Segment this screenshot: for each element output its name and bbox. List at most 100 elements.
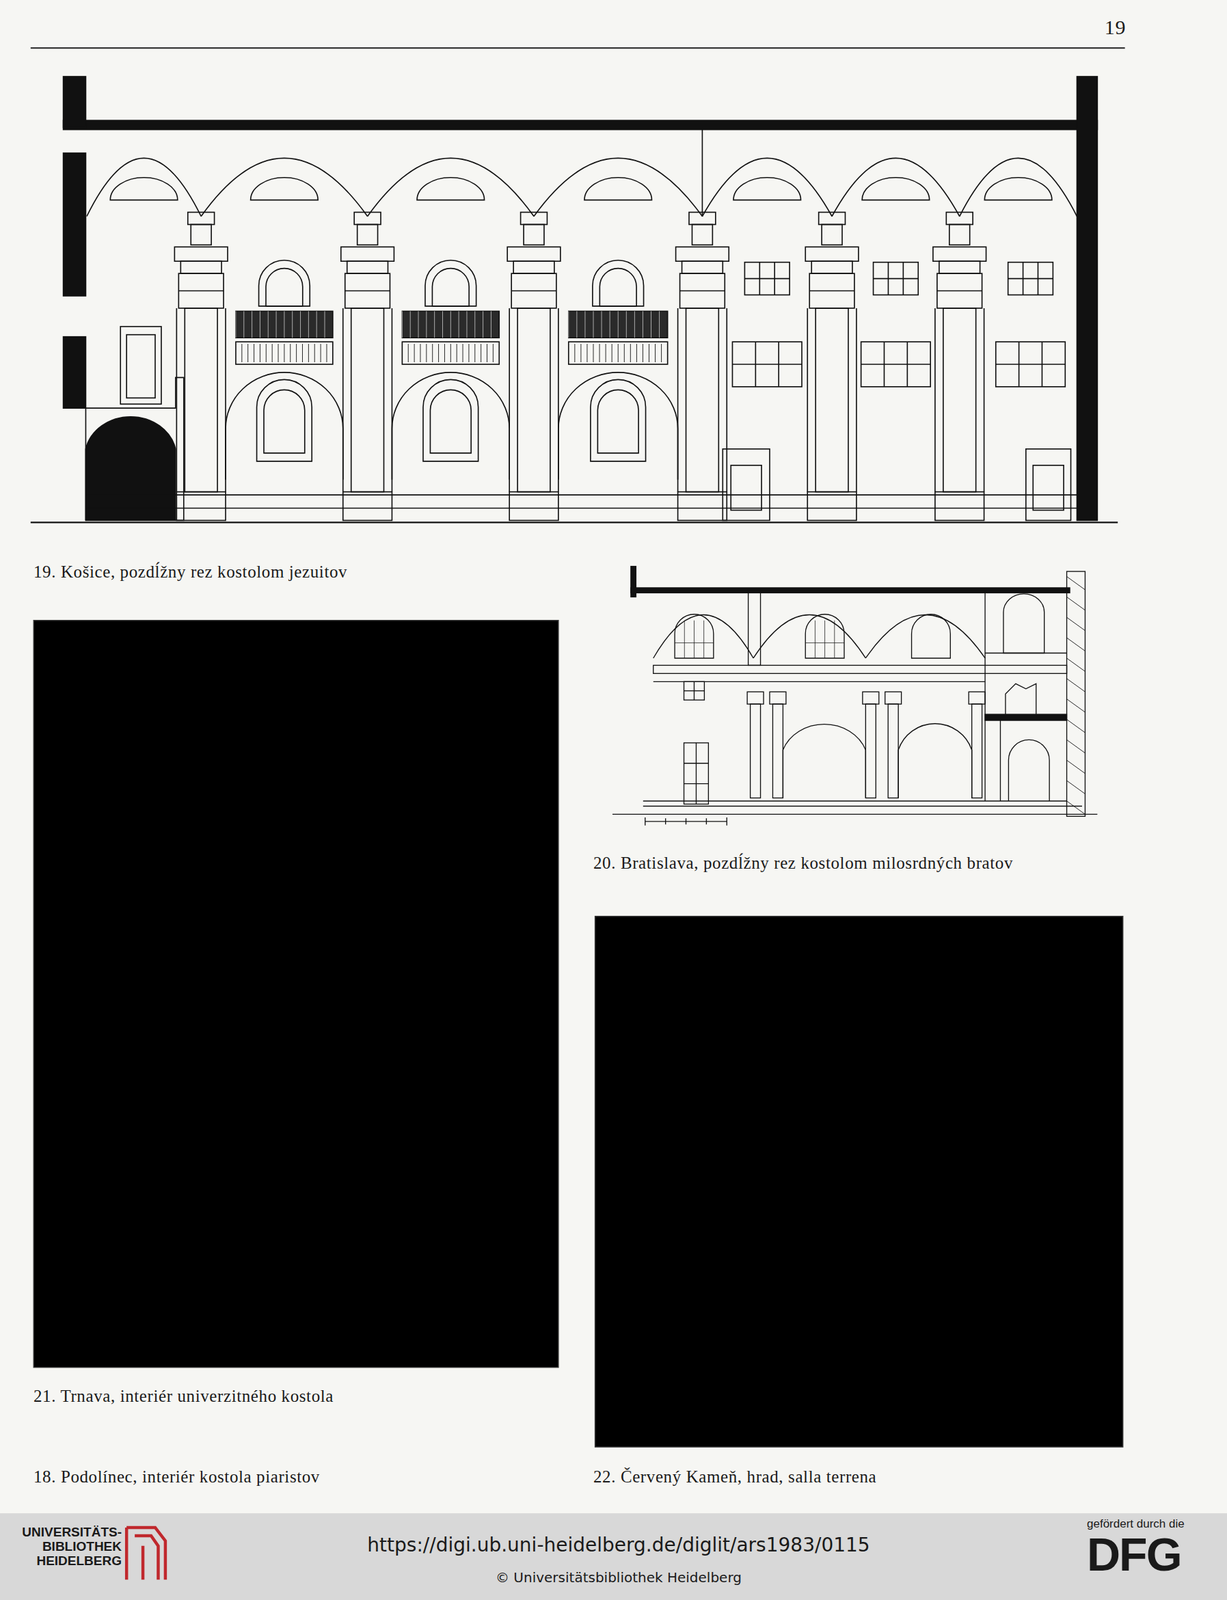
pilaster-shaft: [821, 224, 843, 245]
capital: [769, 691, 787, 705]
capital-line: [511, 290, 557, 292]
kosice-section-drawing: [30, 76, 1118, 523]
baluster: [265, 343, 267, 363]
wall-section: [630, 566, 636, 598]
hatch: [1067, 576, 1086, 590]
screen-bar: [235, 311, 236, 338]
niche: [423, 379, 479, 461]
pilaster-shaft: [686, 308, 720, 493]
lunette-window: [805, 614, 845, 659]
copyright-note: © Universitätsbibliothek Heidelberg: [259, 1569, 978, 1586]
hatch: [1067, 637, 1086, 651]
capital-line: [178, 290, 224, 292]
baluster: [642, 343, 644, 363]
screen-bar: [324, 311, 326, 338]
ground-line: [30, 521, 1118, 523]
pilaster-shaft: [517, 308, 551, 493]
window-bar: [1008, 278, 1054, 280]
screen-bar: [291, 311, 293, 338]
balustrade: [401, 341, 500, 365]
hatch: [1067, 719, 1086, 733]
figure-caption: 19. Košice, pozdĺžny rez kostolom jezuit…: [33, 561, 554, 583]
capital: [747, 691, 764, 705]
pilaster-shaft: [523, 224, 545, 245]
window: [995, 341, 1066, 387]
balustrade: [568, 341, 668, 365]
capital: [354, 212, 381, 225]
gallery-screen: [568, 311, 668, 338]
arcade-arch: [898, 723, 973, 799]
vault-arc: [702, 157, 832, 217]
baluster: [278, 343, 279, 363]
door-panel: [730, 465, 762, 511]
figure-caption: 21. Trnava, interiér univerzitného kosto…: [33, 1386, 554, 1407]
capital: [511, 273, 557, 309]
balustrade: [235, 341, 333, 365]
baluster: [456, 343, 458, 363]
window: [684, 681, 705, 700]
screen-bar: [267, 311, 269, 338]
baluster: [283, 343, 285, 363]
baluster: [468, 343, 469, 363]
pilaster-base: [343, 492, 393, 521]
wall-section: [85, 377, 184, 521]
baluster: [611, 343, 613, 363]
capital: [885, 691, 902, 705]
screen-bar: [251, 311, 253, 338]
library-name: UNIVERSITÄTS- BIBLIOTHEK HEIDELBERG: [6, 1525, 122, 1569]
baluster: [241, 343, 242, 363]
vault-arc: [533, 157, 703, 217]
pilaster-shaft: [357, 224, 379, 245]
screen-bar: [308, 311, 309, 338]
window-bar: [861, 363, 932, 366]
window-bar: [744, 278, 790, 280]
capital: [811, 261, 853, 274]
column-shaft: [972, 704, 983, 798]
window: [732, 341, 802, 387]
window-bar: [814, 620, 816, 659]
capital-line: [937, 290, 983, 292]
lunette: [984, 177, 1053, 201]
baluster: [462, 343, 464, 363]
baluster: [438, 343, 439, 363]
baluster: [480, 343, 482, 363]
niche: [590, 379, 646, 461]
pilaster-edge: [935, 308, 985, 493]
hatch: [1067, 699, 1086, 713]
upper-arch: [265, 268, 303, 307]
wall-section: [63, 76, 87, 128]
capital: [689, 212, 716, 225]
screen-bar: [300, 311, 301, 338]
gallery-screen: [401, 311, 500, 338]
bratislava-section-drawing: [612, 566, 1098, 826]
roof-beam: [630, 587, 1070, 593]
wall-section: [1076, 76, 1098, 521]
column-shaft: [772, 704, 783, 798]
vault-arc: [200, 157, 368, 217]
baluster: [580, 343, 582, 363]
lunette-window: [911, 614, 951, 659]
niche: [429, 389, 471, 454]
entablature: [341, 246, 395, 262]
library-logo-mark: [126, 1527, 166, 1580]
screen-bar: [482, 311, 484, 338]
window: [1008, 262, 1054, 296]
wall-section: [1067, 571, 1086, 817]
hatch: [1067, 658, 1086, 672]
vault-line: [702, 129, 704, 217]
baluster: [314, 343, 316, 363]
capital: [809, 273, 855, 309]
screen-bar: [593, 311, 595, 338]
screen-bar: [401, 311, 403, 338]
baluster: [272, 343, 273, 363]
baluster: [259, 343, 261, 363]
header-rule: [30, 47, 1126, 49]
pilaster-edge: [509, 308, 559, 493]
side-arch: [1008, 739, 1050, 802]
gallery-screen: [235, 311, 333, 338]
capital: [520, 212, 548, 225]
floor-line: [643, 801, 1083, 806]
cerveny-kamen-photo: [595, 916, 1124, 1448]
hatch: [1067, 617, 1086, 631]
pilaster-shaft: [190, 224, 212, 245]
